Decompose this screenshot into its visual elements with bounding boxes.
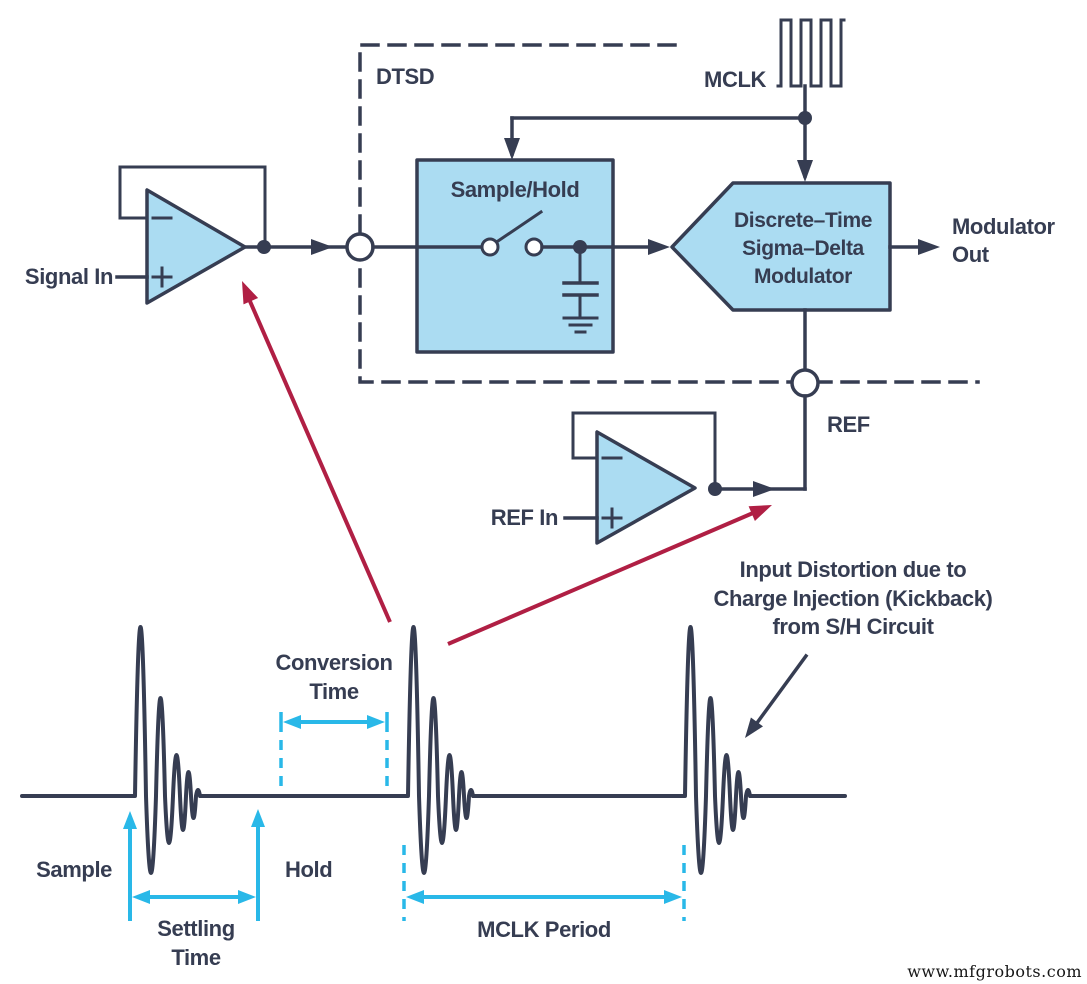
mclk-period-arrowhead-left [406, 890, 424, 904]
sample-hold-block: Sample/Hold [415, 158, 670, 354]
kickback-pointer-arrowhead [745, 717, 763, 738]
sample-hold-label: Sample/Hold [451, 177, 580, 202]
modulator-label-line2: Sigma–Delta [742, 237, 864, 260]
sigma-delta-modulator-block: Discrete–Time Sigma–Delta Modulator Modu… [670, 181, 1056, 497]
switch-contact-right [524, 237, 544, 257]
hold-cap-junction-dot [573, 240, 587, 254]
arrowhead-ref-feed [753, 481, 775, 497]
sample-label: Sample [36, 857, 112, 882]
arrowhead-modulator-out [918, 239, 940, 255]
dtsd-dashed-border [358, 43, 980, 384]
arrowhead-signal-to-node [311, 239, 333, 255]
hold-arrowhead [251, 809, 265, 827]
signal-output-dot [257, 240, 271, 254]
kickback-arrows [242, 281, 772, 646]
mclk-clock-icon [776, 18, 846, 88]
kickback-annotation: Input Distortion due to Charge Injection… [714, 557, 993, 738]
modulator-label-line1: Discrete–Time [734, 209, 872, 232]
ref-in-label: REF In [491, 505, 558, 530]
switch-icon [480, 209, 544, 257]
kickback-arrow-to-signal-buffer [247, 298, 392, 623]
kickback-note-line2: Charge Injection (Kickback) [714, 586, 993, 611]
signal-opamp-feedback-wire [118, 165, 267, 249]
modulator-out-label-line2: Out [952, 242, 990, 267]
settling-arrowhead-left [132, 890, 150, 904]
arrowhead-into-modulator-left [648, 239, 670, 255]
switch-lever [495, 209, 544, 244]
modulator-out-label-line1: Modulator [952, 214, 1056, 239]
mclk-period-label: MCLK Period [477, 917, 611, 942]
kickback-arrow-to-ref-buffer [447, 511, 754, 646]
signal-in-label: Signal In [25, 264, 113, 289]
dtsd-label: DTSD [376, 64, 434, 89]
ref-boundary-node [790, 368, 820, 398]
kickback-ringing-waveform [20, 625, 847, 875]
kickback-arrowhead-signal [242, 281, 259, 305]
kickback-arrowhead-ref [748, 505, 772, 521]
conversion-arrowhead-left [283, 715, 301, 729]
ref-opamp-feedback-wire [571, 411, 717, 491]
conversion-time-label-line1: Conversion [275, 650, 392, 675]
mclk-source: MCLK [504, 18, 846, 182]
signal-opamp-plus-sign [151, 266, 173, 288]
conversion-arrowhead-right [367, 715, 385, 729]
signal-input-buffer: Signal In [25, 165, 419, 305]
switch-contact-left [480, 237, 500, 257]
mclk-label: MCLK [704, 67, 766, 92]
hold-label: Hold [285, 857, 332, 882]
ref-opamp-icon [595, 430, 697, 545]
signal-boundary-node [345, 232, 375, 262]
ref-label: REF [827, 412, 870, 437]
ref-input-buffer: REF In [491, 411, 722, 545]
sample-arrowhead [123, 811, 137, 829]
ref-opamp-plus-sign [601, 507, 623, 529]
ground-icon [562, 316, 599, 334]
ref-output-dot [708, 482, 722, 496]
modulator-label-line3: Modulator [754, 265, 852, 288]
dtsd-boundary: DTSD [358, 43, 980, 384]
arrowhead-into-sample-hold [504, 138, 520, 160]
kickback-pointer-line [751, 653, 809, 730]
capacitor-icon [562, 250, 599, 319]
kickback-note-line1: Input Distortion due to [740, 557, 967, 582]
kickback-note-line3: from S/H Circuit [772, 614, 934, 639]
conversion-time-label-line2: Time [309, 679, 359, 704]
settling-time-label-line1: Settling [157, 916, 234, 941]
watermark: www.mfgrobots.com [907, 962, 1082, 981]
mclk-period-arrowhead-right [664, 890, 682, 904]
arrowhead-into-modulator [797, 160, 813, 182]
settling-time-label-line2: Time [171, 945, 221, 970]
mclk-junction-dot [798, 111, 812, 125]
timing-annotations: Sample Hold Settling Time Conversion Tim… [36, 650, 686, 970]
settling-arrowhead-right [238, 890, 256, 904]
